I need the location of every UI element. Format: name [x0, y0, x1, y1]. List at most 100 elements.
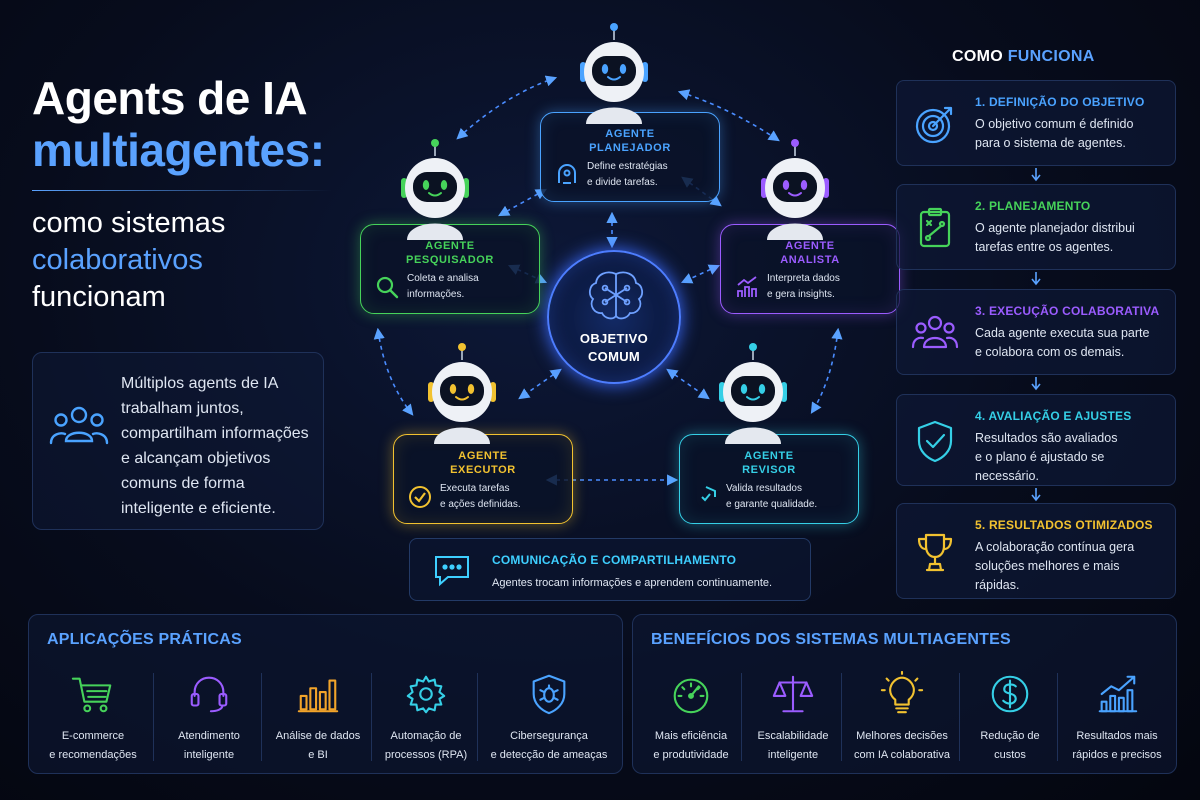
communication-card: COMUNICAÇÃO E COMPARTILHAMENTO Agentes t… [409, 538, 811, 601]
scale-icon [772, 675, 814, 713]
divider [371, 673, 372, 761]
arrow-pesquisador-executor [373, 327, 414, 416]
benefits-title: BENEFÍCIOS DOS SISTEMAS MULTIAGENTES [651, 631, 1011, 648]
chat-bubble-icon [435, 556, 469, 587]
objective-center-node: OBJETIVO COMUM [547, 250, 681, 384]
divider [959, 673, 960, 761]
communication-title: COMUNICAÇÃO E COMPARTILHAMENTO [492, 553, 737, 567]
how-it-works-heading: COMO FUNCIONA [952, 48, 1095, 65]
team-icon [911, 315, 959, 349]
title-block: Agents de IA multiagentes: como sistemas… [32, 72, 362, 316]
arrow-centro-executor [518, 368, 562, 400]
intro-line-2: trabalham juntos, [121, 400, 244, 417]
step-card-3: 3. EXECUÇÃO COLABORATIVA Cada agente exec… [896, 289, 1176, 375]
intro-line-1: Múltiplos agents de IA [121, 375, 279, 392]
divider [1057, 673, 1058, 761]
arrow-planejador-pesquisador-inner [498, 188, 547, 217]
center-label: OBJETIVO COMUM [579, 331, 649, 364]
dollar-icon [991, 675, 1029, 713]
divider [477, 673, 478, 761]
clipboard-plan-icon [919, 207, 951, 248]
step-card-5: 5. RESULTADOS OTIMIZADOS A colaboração co… [896, 503, 1176, 599]
robot-analista-icon [753, 138, 837, 250]
growth-chart-icon [1098, 675, 1138, 713]
cart-icon [71, 677, 112, 713]
intro-card: Múltiplos agents de IA trabalham juntos,… [32, 352, 324, 530]
title-line-2: multiagentes: [32, 124, 325, 176]
lightbulb-icon [880, 671, 924, 714]
shield-check-icon [917, 420, 953, 463]
benefits-panel: BENEFÍCIOS DOS SISTEMAS MULTIAGENTES Mai… [632, 614, 1177, 774]
arrow-centro-revisor [666, 368, 710, 400]
agent-role-icon [558, 164, 576, 184]
intro-line-6: inteligente e eficiente. [121, 500, 276, 517]
agent-role-icon [701, 486, 716, 502]
agent-role-icon [409, 486, 431, 508]
divider [841, 673, 842, 761]
arrow-analista-centro [680, 264, 721, 284]
subtitle-line-2: colaborativos [32, 244, 203, 276]
gear-icon [406, 675, 446, 714]
subtitle-line-1: como sistemas [32, 207, 226, 239]
target-icon [915, 106, 953, 144]
step-title: 1. DEFINIÇÃO DO OBJETIVO [975, 95, 1145, 109]
robot-planejador-icon [572, 22, 656, 134]
headset-icon [190, 676, 228, 713]
step-title: 5. RESULTADOS OTIMIZADOS [975, 518, 1153, 532]
subtitle-line-3: funcionam [32, 281, 166, 313]
users-group-icon [49, 406, 109, 445]
divider [153, 673, 154, 761]
bar-chart-icon [297, 679, 339, 713]
divider [741, 673, 742, 761]
trophy-icon [917, 533, 953, 572]
intro-line-3: compartilham informações [121, 425, 309, 442]
shield-bug-icon [532, 674, 566, 715]
step-arrow-down-icon [1030, 488, 1042, 502]
step-title: 3. EXECUÇÃO COLABORATIVA [975, 304, 1160, 318]
robot-pesquisador-icon [393, 138, 477, 250]
agent-role-icon [376, 276, 399, 299]
speedometer-icon [673, 678, 709, 714]
arrow-analista-revisor [810, 327, 843, 414]
